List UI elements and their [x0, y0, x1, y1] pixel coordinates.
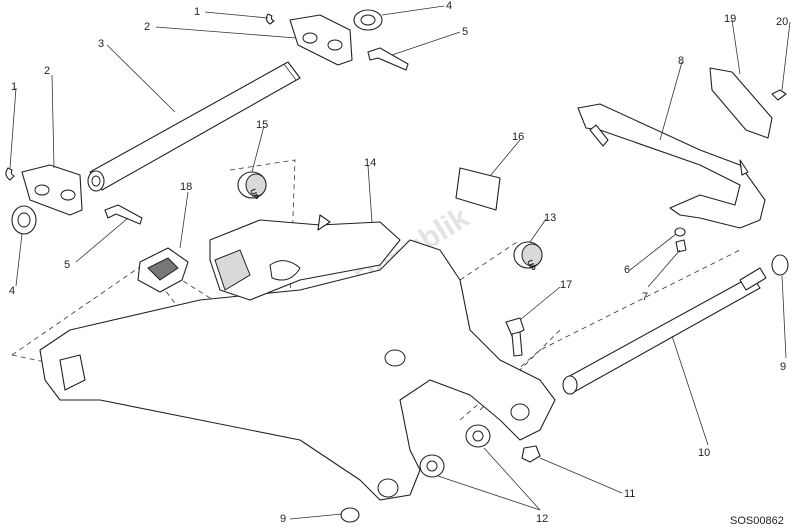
callout-8: 8 — [678, 55, 684, 67]
chain-adjuster-right — [289, 14, 353, 66]
adjuster-screw-right — [367, 47, 409, 71]
nut-11 — [521, 445, 541, 463]
callout-13: 13 — [544, 212, 556, 224]
callout-10: 10 — [698, 447, 710, 459]
callout-14: 14 — [364, 157, 376, 169]
callout-7: 7 — [642, 291, 648, 303]
circlip-left — [5, 167, 15, 181]
circlip-right — [265, 13, 275, 25]
cap-plug-lower: UP — [513, 241, 543, 273]
chain-guard — [577, 103, 766, 229]
label-plate — [455, 167, 501, 211]
callout-labels: 1 2 3 4 5 1 2 4 5 18 15 14 16 13 17 8 19… — [9, 0, 788, 525]
callout-3: 3 — [98, 38, 104, 50]
callout-2-left: 2 — [44, 65, 50, 77]
swingarm-body — [39, 214, 556, 501]
callout-12: 12 — [536, 513, 548, 525]
callout-4-left: 4 — [9, 285, 15, 297]
svg-text:UP: UP — [248, 188, 260, 202]
guard-cover — [709, 67, 773, 139]
callout-1-left: 1 — [11, 81, 17, 93]
callout-9-right: 9 — [780, 361, 786, 373]
rear-axle — [562, 267, 767, 395]
callout-5-top: 5 — [462, 26, 468, 38]
callout-19: 19 — [724, 13, 736, 25]
bushing-left — [11, 205, 37, 235]
bushing-right — [353, 9, 383, 31]
pivot-tube — [87, 61, 301, 192]
callout-5-left: 5 — [64, 259, 70, 271]
chain-slider-pad — [137, 247, 189, 293]
chain-adjuster-left — [21, 164, 83, 216]
adjuster-screw-left — [104, 204, 143, 225]
leader-lines — [9, 5, 791, 520]
screw-7 — [675, 239, 687, 253]
callout-18: 18 — [180, 181, 192, 193]
callout-4-top: 4 — [446, 0, 452, 12]
callout-1-top: 1 — [194, 6, 200, 18]
circlip-axle — [771, 254, 789, 276]
drawing-code: SOS00862 — [730, 515, 784, 527]
callout-2-top: 2 — [144, 21, 150, 33]
washer-12b — [419, 454, 445, 478]
callout-11: 11 — [624, 488, 635, 500]
cap-plug-upper: UP — [237, 171, 267, 202]
callout-6: 6 — [624, 264, 630, 276]
screw-20 — [771, 89, 787, 101]
callout-16: 16 — [512, 131, 524, 143]
callout-17: 17 — [560, 279, 572, 291]
bolt-17 — [505, 317, 525, 357]
circlip-lower — [340, 507, 360, 523]
callout-15: 15 — [256, 119, 268, 131]
washer-12a — [465, 424, 491, 448]
svg-text:UP: UP — [525, 259, 537, 273]
callout-9-bottom: 9 — [280, 513, 286, 525]
callout-20: 20 — [776, 16, 788, 28]
washer-6 — [674, 227, 686, 237]
